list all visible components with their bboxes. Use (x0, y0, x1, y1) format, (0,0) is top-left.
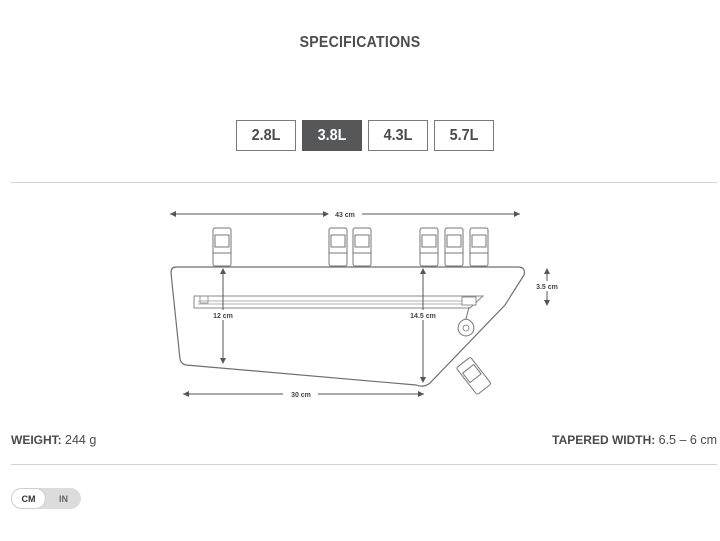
page-title: SPECIFICATIONS (299, 34, 421, 51)
dimension-bottom-length: 30 cm (183, 391, 424, 399)
size-selector: 2.8L 3.8L 4.3L 5.7L (236, 120, 494, 151)
dimension-mid-height: 14.5 cm (403, 268, 443, 383)
unit-option-in[interactable]: IN (59, 493, 68, 504)
label-length-bottom: 30 cm (291, 392, 311, 399)
strap-1 (212, 227, 232, 267)
bag-outline (170, 266, 525, 387)
dimension-left-height: 12 cm (208, 268, 238, 364)
size-tab-2-8l[interactable]: 2.8L (236, 120, 296, 151)
bag-dimension-diagram: 43 cm 3.5 cm (170, 211, 565, 399)
zipper-pull (457, 306, 475, 337)
strap-2 (328, 227, 348, 267)
strap-6 (469, 227, 489, 267)
tapered-width-value: 6.5 – 6 cm (658, 433, 717, 447)
strap-bottom (456, 357, 491, 395)
unit-option-cm[interactable]: CM (12, 489, 45, 508)
strap-5 (444, 227, 464, 267)
weight-spec: WEIGHT: 244 g (11, 433, 96, 447)
size-tab-4-3l[interactable]: 4.3L (368, 120, 428, 151)
label-height-right: 3.5 cm (536, 284, 558, 291)
weight-value: 244 g (65, 433, 97, 447)
weight-label: WEIGHT: (11, 433, 62, 447)
dimension-right-height: 3.5 cm (531, 268, 565, 306)
divider-top (11, 182, 717, 183)
size-tab-5-7l[interactable]: 5.7L (434, 120, 494, 151)
label-height-mid: 14.5 cm (410, 313, 436, 320)
label-length-top: 43 cm (335, 212, 355, 219)
unit-toggle[interactable]: CM IN (11, 488, 81, 509)
velcro-straps (212, 227, 489, 267)
zipper (193, 295, 485, 309)
tapered-width-label: TAPERED WIDTH: (552, 433, 656, 447)
strap-4 (419, 227, 439, 267)
label-height-left: 12 cm (213, 313, 233, 320)
size-tab-3-8l[interactable]: 3.8L (302, 120, 362, 151)
strap-3 (352, 227, 372, 267)
divider-bottom (11, 464, 717, 465)
tapered-width-spec: TAPERED WIDTH: 6.5 – 6 cm (552, 433, 717, 447)
dimension-top-length: 43 cm (170, 211, 520, 219)
